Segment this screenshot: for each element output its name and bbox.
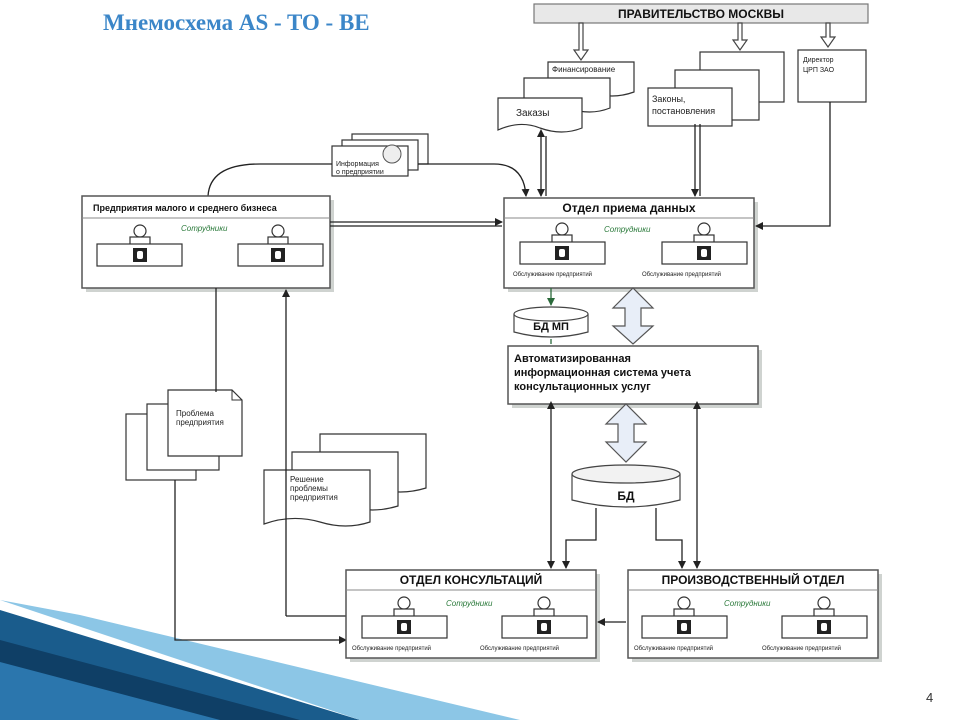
intake-title: Отдел приема данных bbox=[562, 201, 696, 215]
intake-ais-exchange-arrow bbox=[611, 287, 655, 345]
solution-document-stack: Решение проблемы предприятия bbox=[263, 433, 427, 527]
production-title: ПРОИЗВОДСТВЕННЫЙ ОТДЕЛ bbox=[662, 572, 845, 587]
intake-service-left: Обслуживание предприятий bbox=[513, 271, 592, 278]
ais-line-3: консультационных услуг bbox=[514, 381, 651, 393]
intake-box: Отдел приема данных Сотрудники Обслужива… bbox=[503, 197, 758, 292]
db-mp-label: БД МП bbox=[533, 321, 569, 333]
production-box: ПРОИЗВОДСТВЕННЫЙ ОТДЕЛ Сотрудники Обслуж… bbox=[627, 569, 882, 662]
ais-box: Автоматизированная информационная систем… bbox=[507, 345, 762, 408]
government-label: ПРАВИТЕЛЬСТВО МОСКВЫ bbox=[618, 7, 784, 21]
page-number: 4 bbox=[926, 690, 934, 705]
solution-label-2: проблемы bbox=[290, 484, 328, 493]
laws-label-2: постановления bbox=[652, 106, 715, 116]
orders-label: Заказы bbox=[516, 108, 549, 119]
business-workstation-left bbox=[96, 224, 183, 267]
problem-label-1: Проблема bbox=[176, 409, 214, 418]
ais-db-exchange-arrow bbox=[604, 403, 648, 463]
info-label-2: о предприятии bbox=[336, 169, 384, 176]
page-title: Мнемосхема AS - TO - BE bbox=[103, 10, 370, 35]
business-box: Предприятия малого и среднего бизнеса Со… bbox=[81, 195, 334, 292]
solution-label-3: предприятия bbox=[290, 493, 338, 502]
consult-title: ОТДЕЛ КОНСУЛЬТАЦИЙ bbox=[400, 572, 543, 587]
consult-staff-label: Сотрудники bbox=[446, 599, 493, 608]
production-workstation-left bbox=[641, 596, 728, 639]
solution-label-1: Решение bbox=[290, 475, 324, 484]
db-cylinder: БД bbox=[571, 464, 681, 508]
consult-service-right: Обслуживание предприятий bbox=[480, 645, 559, 652]
consult-workstation-left bbox=[361, 596, 448, 639]
db-mp-cylinder: БД МП bbox=[513, 306, 589, 338]
consult-service-left: Обслуживание предприятий bbox=[352, 645, 431, 652]
laws-document-stack: Законы, постановления bbox=[647, 51, 785, 127]
laws-label-1: Законы, bbox=[652, 94, 685, 104]
business-staff-label: Сотрудники bbox=[181, 224, 228, 233]
consult-box: ОТДЕЛ КОНСУЛЬТАЦИЙ Сотрудники Обслуживан… bbox=[345, 569, 600, 662]
gov-arrows bbox=[572, 22, 837, 62]
info-label-1: Информация bbox=[336, 161, 379, 168]
ais-line-2: информационная система учета bbox=[514, 367, 692, 379]
financing-label: Финансирование bbox=[552, 65, 616, 74]
ais-line-1: Автоматизированная bbox=[514, 353, 631, 365]
orders-document-stack: Финансирование Заказы bbox=[497, 61, 635, 133]
director-label-1: Директор bbox=[803, 57, 834, 64]
problem-document-stack: Проблема предприятия bbox=[125, 389, 243, 481]
director-box: Директор ЦРП ЗАО bbox=[797, 49, 867, 103]
problem-label-2: предприятия bbox=[176, 418, 224, 427]
government-box: ПРАВИТЕЛЬСТВО МОСКВЫ bbox=[533, 3, 869, 24]
production-staff-label: Сотрудники bbox=[724, 599, 771, 608]
info-card: Информация о предприятии bbox=[331, 133, 429, 177]
production-workstation-right bbox=[781, 596, 868, 639]
intake-workstation-right bbox=[661, 222, 748, 265]
production-service-left: Обслуживание предприятий bbox=[634, 645, 713, 652]
db-label: БД bbox=[617, 489, 635, 503]
intake-service-right: Обслуживание предприятий bbox=[642, 271, 721, 278]
business-title: Предприятия малого и среднего бизнеса bbox=[93, 203, 278, 213]
director-label-2: ЦРП ЗАО bbox=[803, 67, 835, 74]
intake-workstation-left bbox=[519, 222, 606, 265]
business-workstation-right bbox=[237, 224, 324, 267]
intake-staff-label: Сотрудники bbox=[604, 225, 651, 234]
production-service-right: Обслуживание предприятий bbox=[762, 645, 841, 652]
consult-workstation-right bbox=[501, 596, 588, 639]
